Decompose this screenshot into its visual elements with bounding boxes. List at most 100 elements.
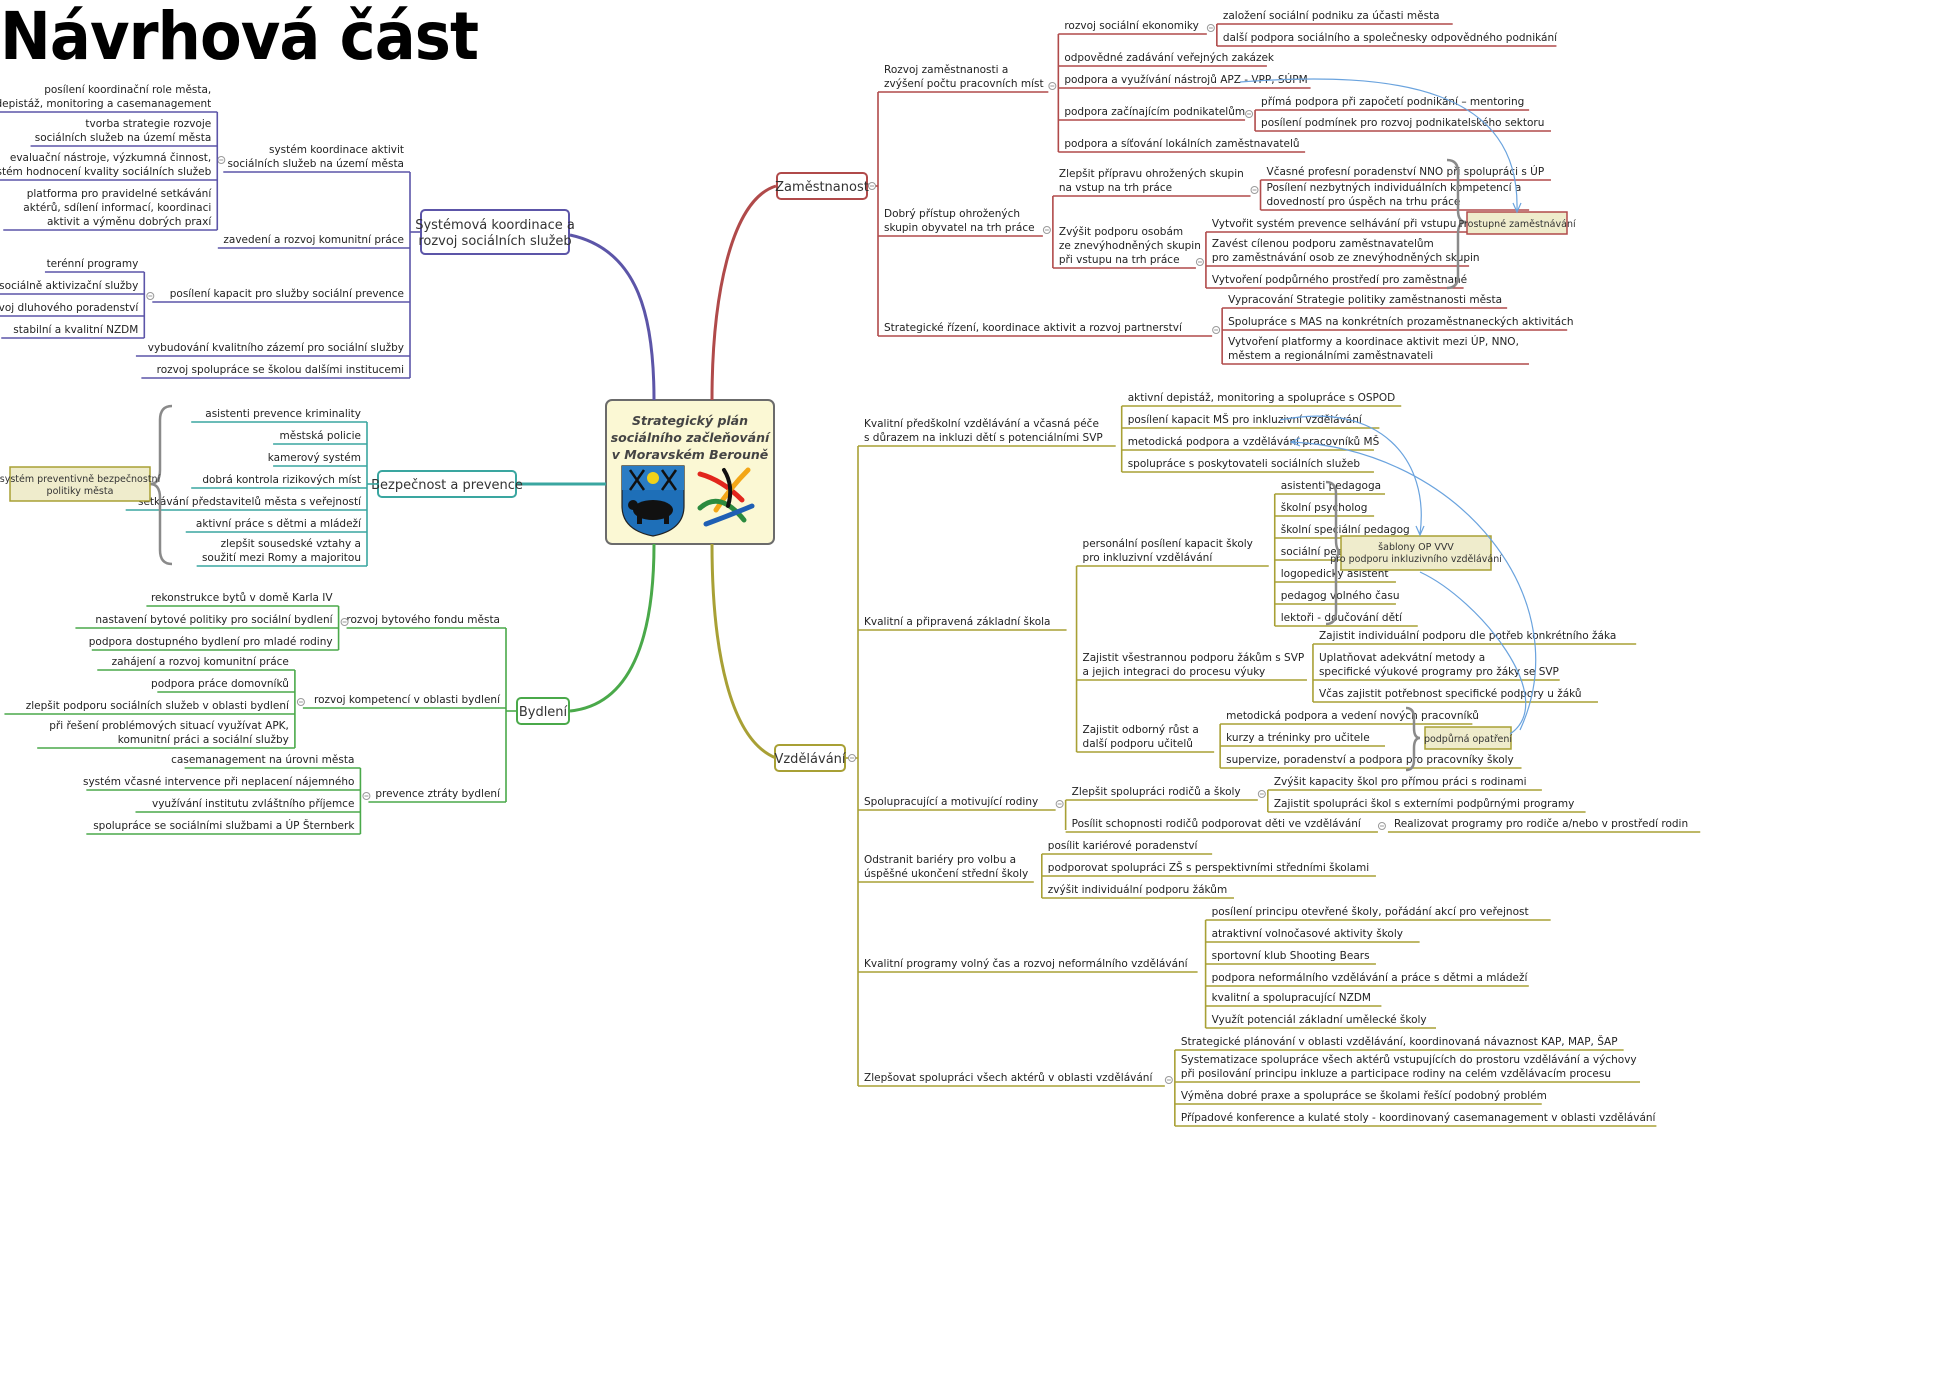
vzdelavani-sub[interactable]: Zajistit všestrannou podporu žákům s SVP… bbox=[1076, 652, 1307, 681]
bydleni-item[interactable]: podpora dostupného bydlení pro mladé rod… bbox=[89, 636, 339, 651]
topic-bydleni[interactable]: Bydlení bbox=[516, 697, 570, 725]
vzdelavani-item[interactable]: metodická podpora a vedení nových pracov… bbox=[1220, 710, 1479, 725]
vzdelavani-item[interactable]: kvalitní a spolupracující NZDM bbox=[1205, 992, 1382, 1007]
vzdelavani-sub[interactable]: Posílit schopnosti rodičů podporovat dět… bbox=[1065, 818, 1378, 833]
vzdelavani-item[interactable]: atraktivní volnočasové aktivity školy bbox=[1205, 928, 1420, 943]
vzdelavani-group-1[interactable]: Kvalitní předškolní vzdělávání a včasná … bbox=[858, 418, 1116, 447]
vzdelavani-item[interactable]: podpora neformálního vzdělávání a práce … bbox=[1205, 972, 1529, 987]
vzdelavani-item[interactable]: posílení kapacit MŠ pro inkluzivní vzděl… bbox=[1121, 413, 1380, 429]
zamestnanost-item[interactable]: další podpora sociálního a společnesky o… bbox=[1216, 32, 1558, 47]
vzdelavani-item[interactable]: Případové konference a kulaté stoly - ko… bbox=[1174, 1112, 1657, 1127]
koordinace-group-5[interactable]: rozvoj spolupráce se školou dalšími inst… bbox=[141, 364, 410, 379]
zamestnanost-item[interactable]: Vytvoření podpůrného prostředí pro zaměs… bbox=[1205, 274, 1467, 289]
zamestnanost-group-3[interactable]: Strategické řízení, koordinace aktivit a… bbox=[878, 322, 1213, 337]
zamestnanost-item[interactable]: posílení podmínek pro rozvoj podnikatels… bbox=[1255, 117, 1551, 132]
zamestnanost-sub[interactable]: podpora a využívání nástrojů APZ - VPP, … bbox=[1058, 73, 1311, 89]
zamestnanost-sub[interactable]: odpovědné zadávání veřejných zakázek bbox=[1058, 52, 1275, 67]
bydleni-item[interactable]: nastavení bytové politiky pro sociální b… bbox=[75, 614, 339, 629]
vzdelavani-item[interactable]: asistenti pedagoga bbox=[1274, 480, 1386, 495]
zamestnanost-sub[interactable]: Vytvoření platformy a koordinace aktivit… bbox=[1222, 335, 1529, 365]
bydleni-item[interactable]: casemanagement na úrovni města bbox=[171, 754, 361, 769]
koordinace-group-2[interactable]: zavedení a rozvoj komunitní práce bbox=[217, 234, 410, 249]
vzdelavani-item[interactable]: školní psycholog bbox=[1274, 502, 1375, 517]
bydleni-item[interactable]: při řešení problémových situací využívat… bbox=[37, 720, 295, 749]
vzdelavani-item[interactable]: spolupráce s poskytovateli sociálních sl… bbox=[1121, 458, 1374, 473]
vzdelavani-sub-toggle[interactable] bbox=[1257, 790, 1266, 798]
vzdelavani-note-podpurna[interactable]: podpůrná opatření bbox=[1424, 726, 1512, 750]
zamestnanost-sub[interactable]: podpora a síťování lokálních zaměstnavat… bbox=[1058, 138, 1306, 153]
zamestnanost-group-3-toggle[interactable] bbox=[1212, 326, 1221, 334]
zamestnanost-group-2-toggle[interactable] bbox=[1042, 226, 1051, 234]
vzdelavani-item[interactable]: Výměna dobré praxe a spolupráce se škola… bbox=[1174, 1090, 1547, 1105]
vzdelavani-item[interactable]: Zvýšit kapacity škol pro přímou práci s … bbox=[1267, 776, 1542, 791]
zamestnanost-item[interactable]: Včasné profesní poradenství NNO při spol… bbox=[1260, 165, 1551, 181]
bezpecnost-item[interactable]: setkávání představitelů města s veřejnos… bbox=[125, 496, 367, 511]
vzdelavani-item[interactable]: Systematizace spolupráce všech aktérů vs… bbox=[1174, 1054, 1641, 1083]
koordinace-item[interactable]: rozvoj dluhového poradenství bbox=[0, 302, 145, 317]
bydleni-item[interactable]: zlepšit podporu sociálních služeb v obla… bbox=[4, 700, 295, 715]
vzdelavani-item[interactable]: Zajistit spolupráci škol s externími pod… bbox=[1267, 798, 1586, 813]
koordinace-group-3[interactable]: posílení kapacit pro služby sociální pre… bbox=[152, 288, 410, 303]
koordinace-item[interactable]: terénní programy bbox=[44, 258, 145, 273]
vzdelavani-item[interactable]: podporovat spolupráci ZŠ s perspektivním… bbox=[1041, 861, 1376, 877]
bydleni-item[interactable]: spolupráce se sociálními službami a ÚP Š… bbox=[86, 819, 361, 835]
zamestnanost-sub[interactable]: Vypracování Strategie politiky zaměstnan… bbox=[1222, 294, 1508, 309]
koordinace-group-4[interactable]: vybudování kvalitního zázemí pro sociáln… bbox=[135, 342, 410, 357]
vzdelavani-item[interactable]: Uplatňovat adekvátní metody aspecifické … bbox=[1312, 652, 1560, 681]
bydleni-item[interactable]: rekonstrukce bytů v domě Karla IV bbox=[146, 592, 339, 607]
zamestnanost-sub-toggle[interactable] bbox=[1250, 186, 1259, 194]
vzdelavani-item[interactable]: aktivní depistáž, monitoring a spoluprác… bbox=[1121, 392, 1402, 407]
bydleni-item[interactable]: zahájení a rozvoj komunitní práce bbox=[97, 656, 295, 671]
zamestnanost-sub[interactable]: Spolupráce s MAS na konkrétních prozaměs… bbox=[1222, 316, 1574, 331]
zamestnanost-sub-toggle[interactable] bbox=[1245, 110, 1254, 118]
vzdelavani-item[interactable]: supervize, poradenství a podpora pro pra… bbox=[1220, 754, 1522, 769]
bezpecnost-note[interactable]: systém preventivně bezpečnostnípolitiky … bbox=[0, 466, 161, 502]
bydleni-group-1-toggle[interactable] bbox=[340, 618, 349, 626]
vzdelavani-item[interactable]: Včas zajistit potřebnost specifické podp… bbox=[1312, 688, 1598, 703]
bydleni-group-1[interactable]: rozvoj bytového fondu města bbox=[346, 614, 506, 629]
vzdelavani-item[interactable]: posílit kariérové poradenství bbox=[1041, 840, 1213, 855]
bydleni-group-3-toggle[interactable] bbox=[362, 792, 371, 800]
zamestnanost-sub-toggle[interactable] bbox=[1195, 258, 1204, 266]
topic-vzdelavani[interactable]: Vzdělávání bbox=[774, 744, 846, 772]
vzdelavani-group-6-toggle[interactable] bbox=[1164, 1076, 1173, 1084]
zamestnanost-group-1-toggle[interactable] bbox=[1048, 82, 1057, 90]
bydleni-group-2[interactable]: rozvoj kompetencí v oblasti bydlení bbox=[302, 694, 506, 709]
bydleni-item[interactable]: systém včasné intervence při neplacení n… bbox=[83, 776, 361, 791]
bydleni-item[interactable]: využívání institutu zvláštního příjemce bbox=[135, 798, 361, 813]
vzdelavani-sub-toggle[interactable] bbox=[1377, 822, 1386, 830]
koordinace-group-3-toggle[interactable] bbox=[146, 292, 155, 300]
koordinace-item[interactable]: evaluační nástroje, výzkumná činnost,sys… bbox=[0, 152, 218, 181]
bezpecnost-item[interactable]: dobrá kontrola rizikových míst bbox=[191, 474, 367, 489]
topic-bezpecnost[interactable]: Bezpečnost a prevence bbox=[371, 470, 523, 498]
vzdelavani-item[interactable]: Strategické plánování v oblasti vzdělává… bbox=[1174, 1035, 1624, 1051]
vzdelavani-item[interactable]: Zajistit individuální podporu dle potřeb… bbox=[1312, 630, 1637, 645]
bezpecnost-item[interactable]: městská policie bbox=[273, 430, 367, 445]
bydleni-item[interactable]: podpora práce domovníků bbox=[151, 678, 295, 693]
bezpecnost-item[interactable]: asistenti prevence kriminality bbox=[191, 408, 367, 423]
zamestnanost-item[interactable]: přímá podpora při započetí podnikání – m… bbox=[1255, 96, 1530, 111]
vzdelavani-group-6[interactable]: Zlepšovat spolupráci všech aktérů v obla… bbox=[858, 1072, 1165, 1087]
koordinace-item[interactable]: stabilní a kvalitní NZDM bbox=[1, 324, 145, 339]
vzdelavani-item[interactable]: Využít potenciál základní umělecké školy bbox=[1205, 1014, 1436, 1029]
bezpecnost-item[interactable]: aktivní práce s dětmi a mládeží bbox=[185, 518, 367, 533]
vzdelavani-item[interactable]: zvýšit individuální podporu žákům bbox=[1041, 884, 1234, 899]
zamestnanost-sub[interactable]: rozvoj sociální ekonomiky bbox=[1058, 20, 1207, 35]
vzdelavani-group-2[interactable]: Kvalitní a připravená základní škola bbox=[858, 616, 1067, 631]
zamestnanost-sub-toggle[interactable] bbox=[1206, 24, 1215, 32]
vzdelavani-item[interactable]: posílení principu otevřené školy, pořádá… bbox=[1205, 906, 1551, 921]
vzdelavani-group-3-toggle[interactable] bbox=[1055, 800, 1064, 808]
zamestnanost-item[interactable]: Posílení nezbytných individuálních kompe… bbox=[1260, 182, 1530, 211]
koordinace-group-1-toggle[interactable] bbox=[217, 156, 226, 164]
vzdelavani-item[interactable]: lektoři - doučování dětí bbox=[1274, 612, 1418, 627]
